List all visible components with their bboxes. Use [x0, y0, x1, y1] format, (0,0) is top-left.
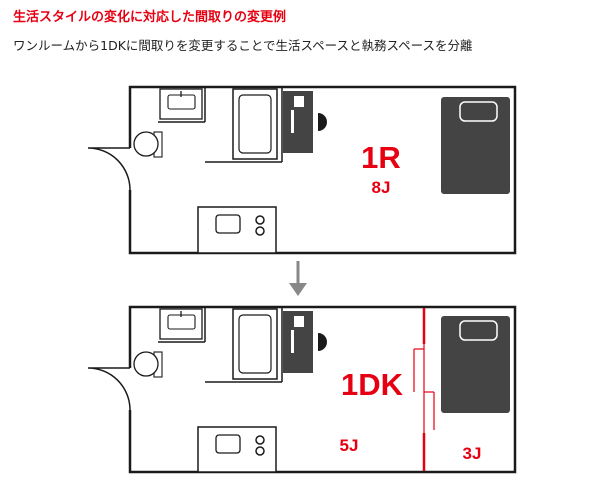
layout-label-before: 1R [361, 140, 401, 175]
bedroom-size-label: 3J [463, 444, 482, 463]
layout-label-after: 1DK [341, 367, 404, 402]
toilet-icon [133, 131, 163, 158]
door-swing-icon [87, 147, 131, 191]
kitchen-counter-icon [197, 206, 277, 254]
toilet-icon [133, 351, 163, 378]
plan-before-walls [128, 85, 517, 255]
bed-icon [441, 316, 510, 413]
down-arrow-icon [289, 261, 307, 296]
desk-icon [283, 91, 313, 153]
kitchen-counter-icon [197, 426, 277, 473]
wash-basin-icon [159, 88, 203, 120]
desk-icon [283, 311, 313, 373]
bathtub-icon [232, 308, 278, 380]
plan-after-walls [128, 305, 517, 474]
chair-icon [318, 113, 327, 131]
partition-wall [413, 308, 435, 471]
plan-before: 1R 8J [87, 85, 517, 255]
dining-size-label: 5J [340, 436, 359, 455]
door-swing-icon [87, 367, 131, 411]
page-subtitle: ワンルームから1DKに間取りを変更することで生活スペースと執務スペースを分離 [13, 38, 473, 53]
page-title: 生活スタイルの変化に対応した間取りの変更例 [13, 10, 287, 25]
chair-icon [318, 333, 327, 351]
plan-after: 1DK 5J 3J [87, 305, 517, 474]
wash-basin-icon [159, 308, 203, 340]
room-size-before: 8J [372, 178, 391, 197]
bathtub-icon [232, 88, 278, 160]
bed-icon [441, 97, 510, 194]
